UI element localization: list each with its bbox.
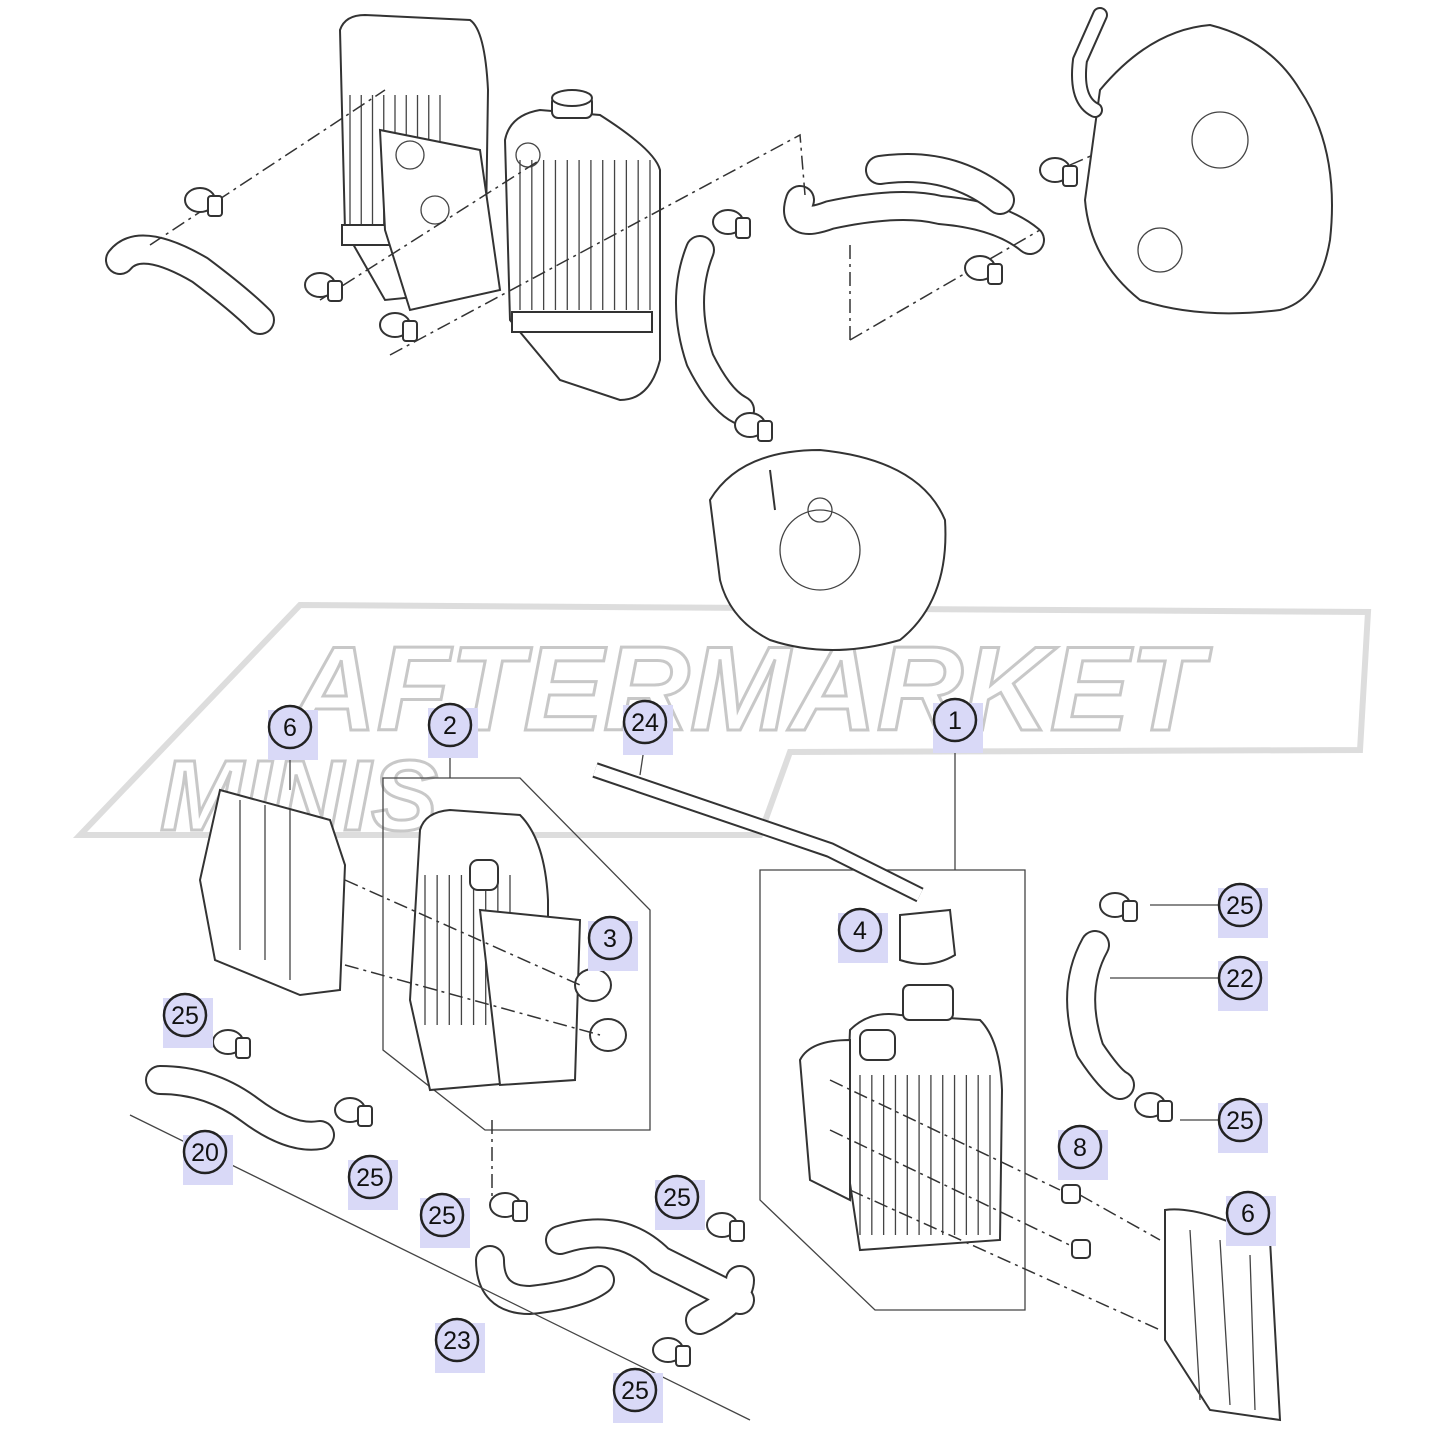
hose-clamp [304, 272, 343, 302]
callout-3: 3 [587, 915, 638, 971]
hose-clamp [652, 1337, 691, 1367]
callout-circle [419, 1192, 465, 1238]
hose-clamp [964, 255, 1003, 285]
hose-clamp [334, 1097, 373, 1127]
callout-number: 25 [171, 1002, 199, 1030]
engine-cover [1071, 7, 1333, 315]
callout-number: 25 [356, 1164, 384, 1192]
callout-circle [1217, 955, 1263, 1001]
callout-circle [162, 992, 208, 1038]
hose-clamp [1099, 892, 1138, 922]
callout-2: 2 [427, 702, 478, 758]
callout-circle [587, 915, 633, 961]
callout-number: 3 [603, 925, 617, 953]
callout-circle [654, 1174, 700, 1220]
watermark-line1: AFTERMARKET [287, 622, 1212, 756]
bottom-assembly [129, 740, 1282, 1422]
radiator-2 [408, 808, 627, 1092]
callout-circle [932, 697, 978, 743]
callout-number: 23 [443, 1327, 471, 1355]
bracket-top [378, 128, 502, 312]
callout-number: 24 [631, 709, 659, 737]
callout-circle [612, 1367, 658, 1413]
callout-1: 1 [932, 697, 983, 753]
hose-clamp [1039, 157, 1078, 187]
callout-25: 25 [654, 1174, 705, 1230]
callout-number: 25 [663, 1184, 691, 1212]
callout-circle [1225, 1190, 1271, 1236]
callout-25: 25 [1217, 1097, 1268, 1153]
callout-number: 25 [428, 1202, 456, 1230]
callout-6: 6 [267, 704, 318, 760]
callout-20: 20 [182, 1129, 233, 1185]
callout-25: 25 [419, 1192, 470, 1248]
callout-number: 25 [1226, 892, 1254, 920]
callout-number: 1 [948, 707, 962, 735]
callout-circle [347, 1154, 393, 1200]
callout-circle [1057, 1124, 1103, 1170]
callout-circle [1217, 1097, 1263, 1143]
callout-23: 23 [434, 1317, 485, 1373]
radiator-fins [859, 1075, 991, 1235]
callout-circle [837, 907, 883, 953]
hose-clamp [212, 1029, 251, 1059]
callout-circle [1217, 882, 1263, 928]
callout-number: 20 [191, 1139, 219, 1167]
callout-number: 25 [621, 1377, 649, 1405]
callout-25: 25 [612, 1367, 663, 1423]
callout-number: 6 [283, 714, 297, 742]
callout-24: 24 [622, 699, 673, 755]
callout-circle [622, 699, 668, 745]
radiator-1 [798, 908, 1004, 1252]
callout-number: 6 [1241, 1200, 1255, 1228]
hose-clamp [1134, 1092, 1173, 1122]
callout-25: 25 [1217, 882, 1268, 938]
hose-clamp [489, 1192, 528, 1222]
cylinder-head [708, 448, 947, 651]
hose-clamp [734, 412, 773, 442]
callout-4: 4 [837, 907, 888, 963]
callout-number: 8 [1073, 1134, 1087, 1162]
hose-clamp [712, 209, 751, 239]
callout-circle [427, 702, 473, 748]
callout-number: 25 [1226, 1107, 1254, 1135]
callout-6: 6 [1225, 1190, 1276, 1246]
callouts: 6 2 24 1 3 4 25 22 25 25 8 20 25 25 25 6 23 25 [162, 697, 1276, 1423]
callout-circle [182, 1129, 228, 1175]
callout-8: 8 [1057, 1124, 1108, 1180]
callout-number: 4 [853, 917, 867, 945]
callout-number: 22 [1226, 965, 1254, 993]
radiator-fins [519, 160, 651, 310]
hose-clamp [706, 1212, 745, 1242]
callout-25: 25 [162, 992, 213, 1048]
callout-22: 22 [1217, 955, 1268, 1011]
callout-25: 25 [347, 1154, 398, 1210]
callout-circle [267, 704, 313, 750]
top-assembly [105, 7, 1333, 651]
callout-circle [434, 1317, 480, 1363]
hose-clamp [379, 312, 418, 342]
radiator-right-top [503, 89, 661, 402]
hose-clamp [184, 187, 223, 217]
callout-number: 2 [443, 712, 457, 740]
